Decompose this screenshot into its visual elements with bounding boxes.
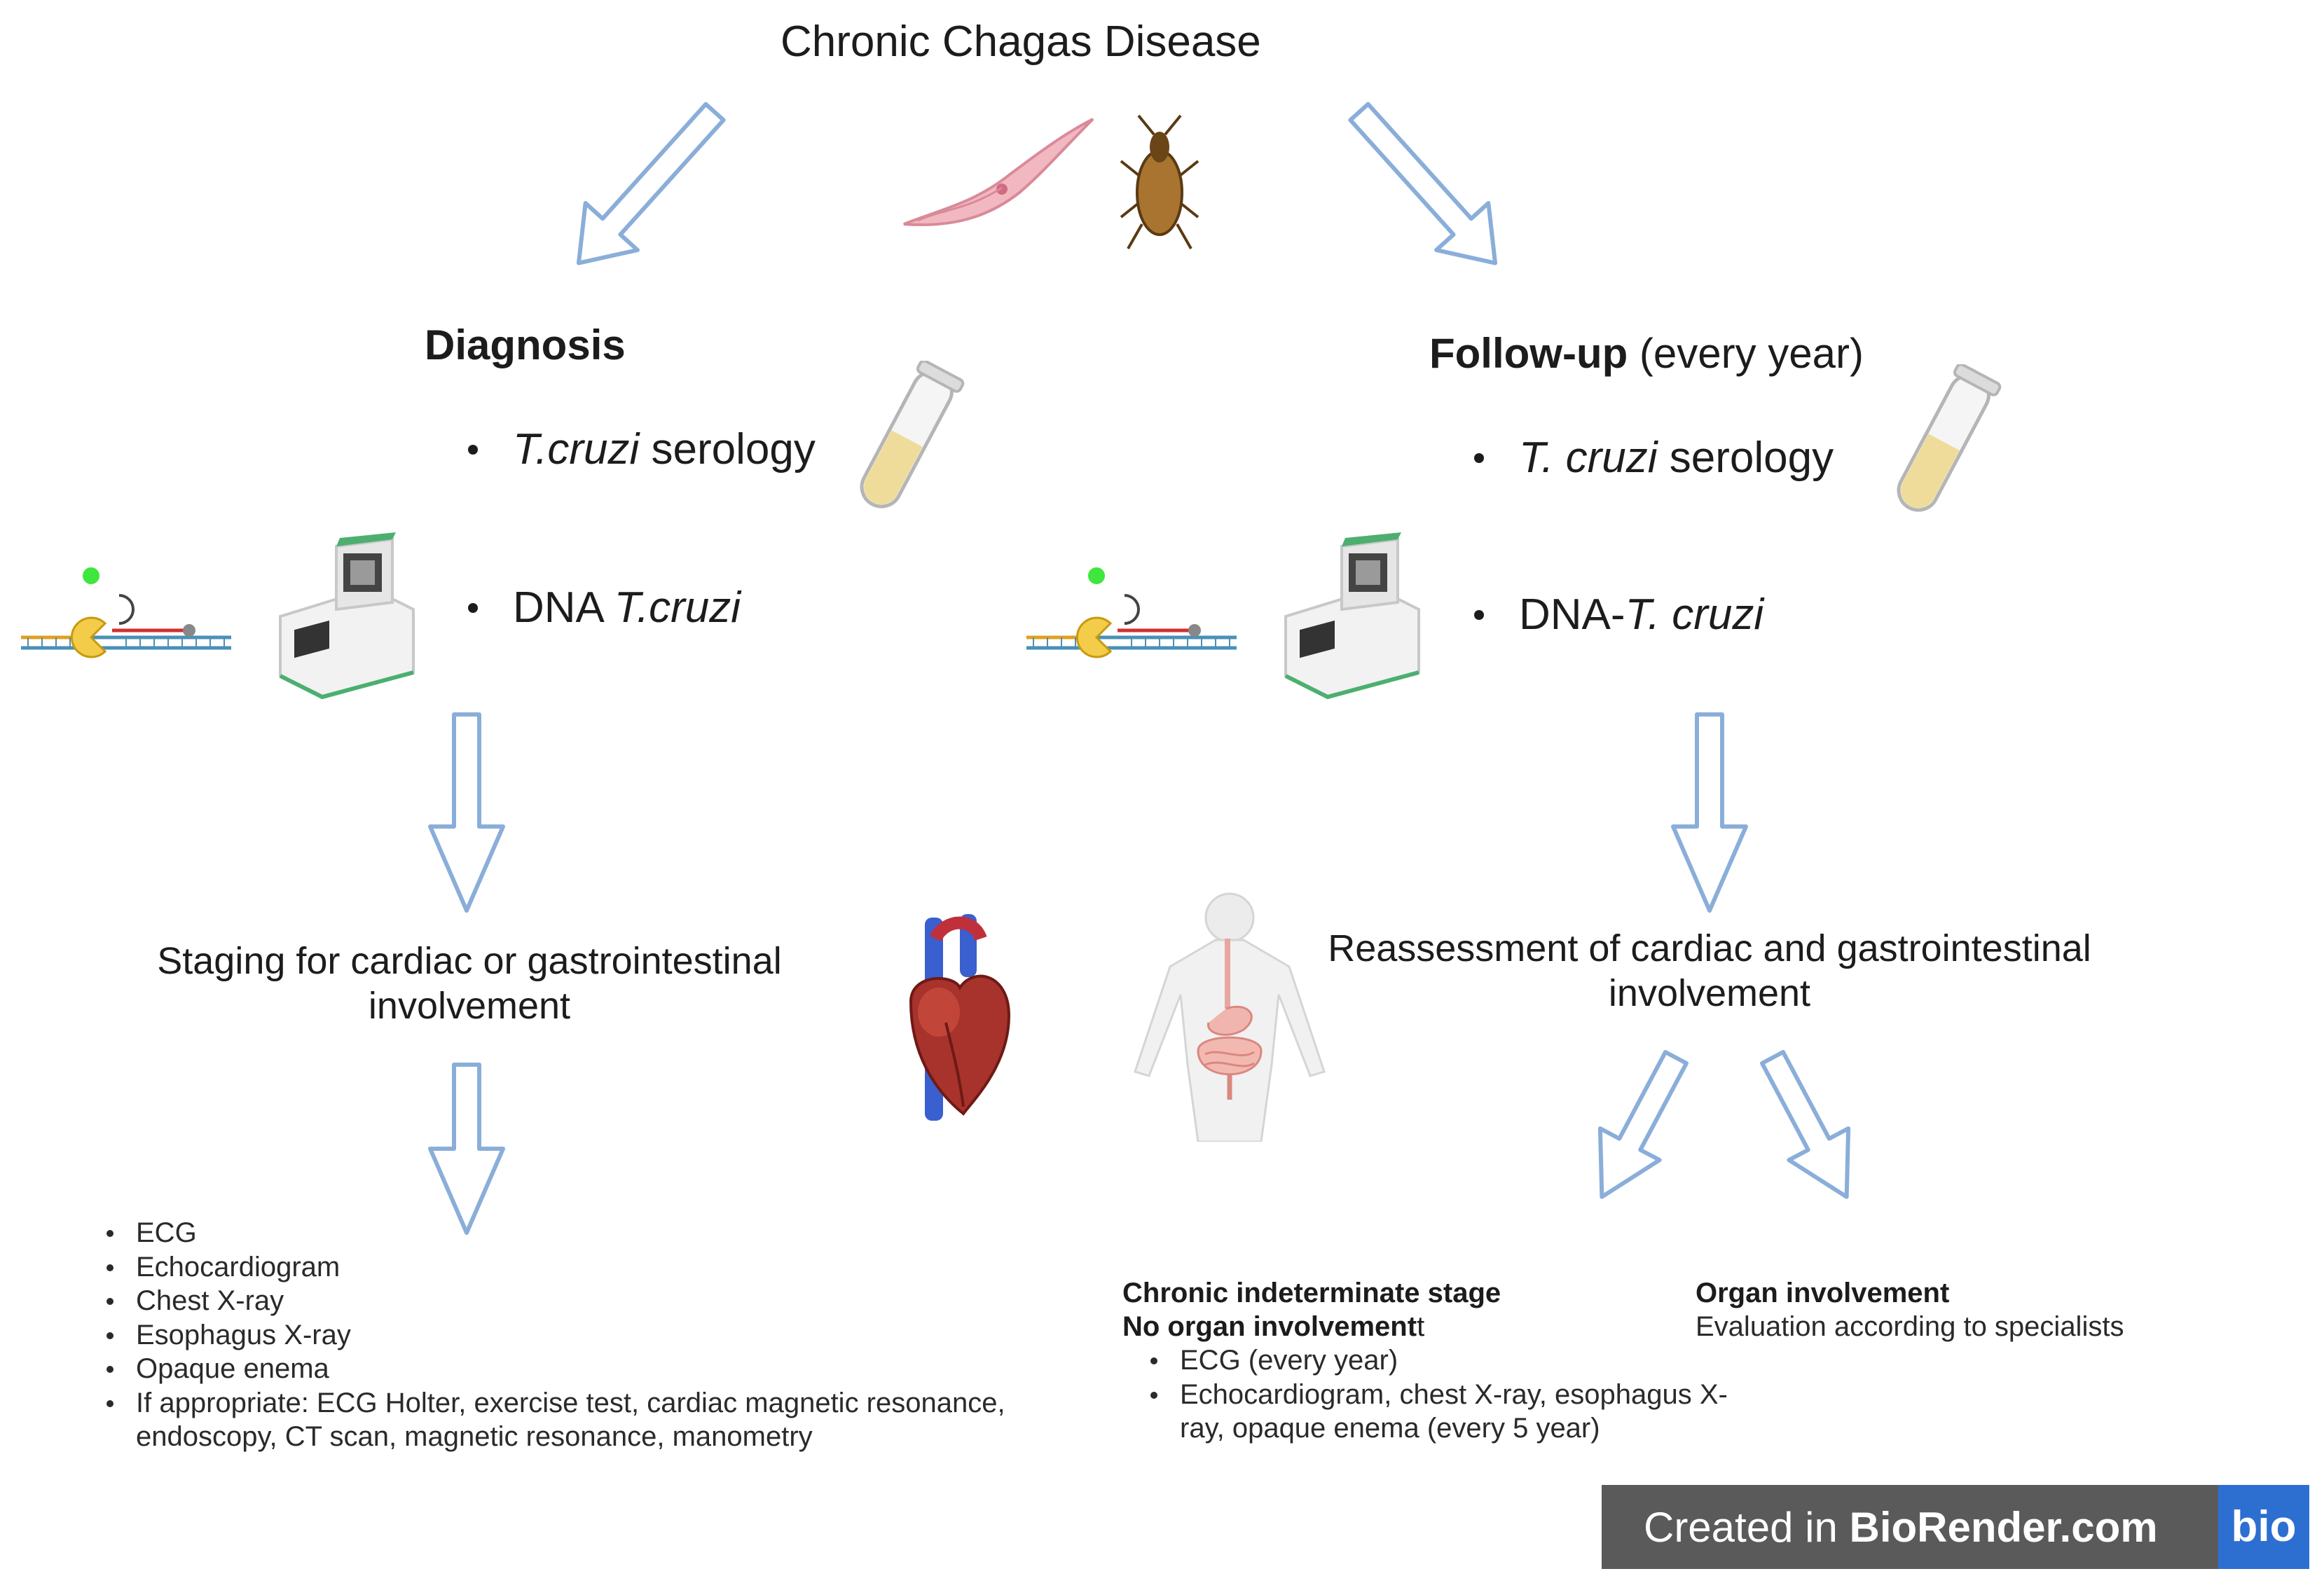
triatomine-bug-illustration — [1120, 114, 1199, 249]
pcr-probe-illustration — [1026, 567, 1237, 658]
arrow-to-reassessment — [1671, 712, 1748, 913]
serology-label: serology — [1657, 434, 1834, 482]
list-item: Chest X-ray — [102, 1284, 1097, 1318]
dna-label: DNA- — [1519, 590, 1625, 639]
organ-block: Organ involvement Evaluation according t… — [1696, 1276, 2298, 1343]
followup-heading: Follow-up (every year) — [1429, 330, 1864, 377]
serology-organism: T. cruzi — [1519, 434, 1658, 482]
test-tube-icon — [1897, 364, 2002, 512]
serology-organism: T.cruzi — [513, 425, 640, 473]
reassessment-line-2: involvement — [1608, 972, 1811, 1014]
pcr-machine-icon — [279, 532, 415, 700]
reassessment-line-1: Reassessment of cardiac and gastrointest… — [1328, 927, 2091, 969]
diagnosis-heading: Diagnosis — [425, 322, 626, 368]
arrow-to-organ — [1759, 1050, 1851, 1199]
diagram-title: Chronic Chagas Disease — [781, 18, 1261, 66]
list-item: Echocardiogram, chest X-ray, esophagus X… — [1146, 1378, 1788, 1412]
staging-line-1: Staging for cardiac or gastrointestinal — [157, 940, 782, 982]
list-item: Esophagus X-ray — [102, 1318, 1097, 1353]
banner-text: Created in BioRender.com — [1644, 1504, 2158, 1551]
biorender-logo-icon: bio — [2218, 1485, 2309, 1569]
dna-label: DNA — [513, 583, 614, 632]
diagnosis-dna-item: DNA T.cruzi — [468, 583, 741, 632]
trypanosome-illustration — [903, 118, 1094, 226]
followup-dna-item: DNA-T. cruzi — [1474, 590, 1763, 640]
arrow-to-indeterminate — [1597, 1050, 1689, 1199]
staging-box: Staging for cardiac or gastrointestinal … — [112, 939, 827, 1028]
list-item: If appropriate: ECG Holter, exercise tes… — [102, 1386, 1097, 1420]
pcr-machine-icon — [1284, 532, 1420, 700]
no-organ-heading: No organ involvementt — [1122, 1311, 1425, 1342]
indeterminate-heading: Chronic indeterminate stage — [1122, 1278, 1501, 1308]
biorender-banner[interactable]: Created in BioRender.com bio — [1602, 1485, 2309, 1569]
test-tube-icon — [860, 361, 965, 509]
reassessment-box: Reassessment of cardiac and gastrointest… — [1289, 926, 2130, 1016]
list-item: ECG — [102, 1216, 1097, 1250]
list-item: Opaque enema — [102, 1352, 1097, 1386]
bullet-dot — [1474, 452, 1484, 463]
list-item: Echocardiogram — [102, 1250, 1097, 1285]
dna-organism: T. cruzi — [1625, 590, 1764, 639]
organ-text: Evaluation according to specialists — [1696, 1311, 2124, 1342]
digestive-system-illustration — [1134, 892, 1326, 1142]
list-item-continuation: endoscopy, CT scan, magnetic resonance, … — [136, 1421, 813, 1452]
pcr-probe-illustration — [21, 567, 231, 658]
arrow-to-followup — [1348, 102, 1498, 265]
indeterminate-list: ECG (every year) Echocardiogram, chest X… — [1146, 1343, 1788, 1446]
bullet-dot — [468, 602, 478, 613]
list-item-continuation: ray, opaque enema (every 5 year) — [1180, 1413, 1600, 1444]
organ-heading: Organ involvement — [1696, 1278, 1950, 1308]
arrow-to-staging — [428, 712, 505, 913]
arrow-to-tests — [428, 1063, 505, 1235]
bullet-dot — [468, 444, 478, 455]
staging-line-2: involvement — [368, 985, 571, 1027]
bullet-dot — [1474, 609, 1484, 620]
dna-organism: T.cruzi — [614, 583, 741, 632]
indeterminate-block: Chronic indeterminate stage No organ inv… — [1122, 1276, 1788, 1446]
followup-serology-item: T. cruzi serology — [1474, 433, 1834, 483]
arrow-to-diagnosis — [576, 102, 726, 265]
heart-illustration — [909, 914, 1011, 1121]
diagnosis-serology-item: T.cruzi serology — [468, 424, 816, 474]
staging-tests-list: ECG Echocardiogram Chest X-ray Esophagus… — [102, 1216, 1097, 1454]
list-item: ECG (every year) — [1146, 1343, 1788, 1378]
serology-label: serology — [639, 425, 816, 473]
